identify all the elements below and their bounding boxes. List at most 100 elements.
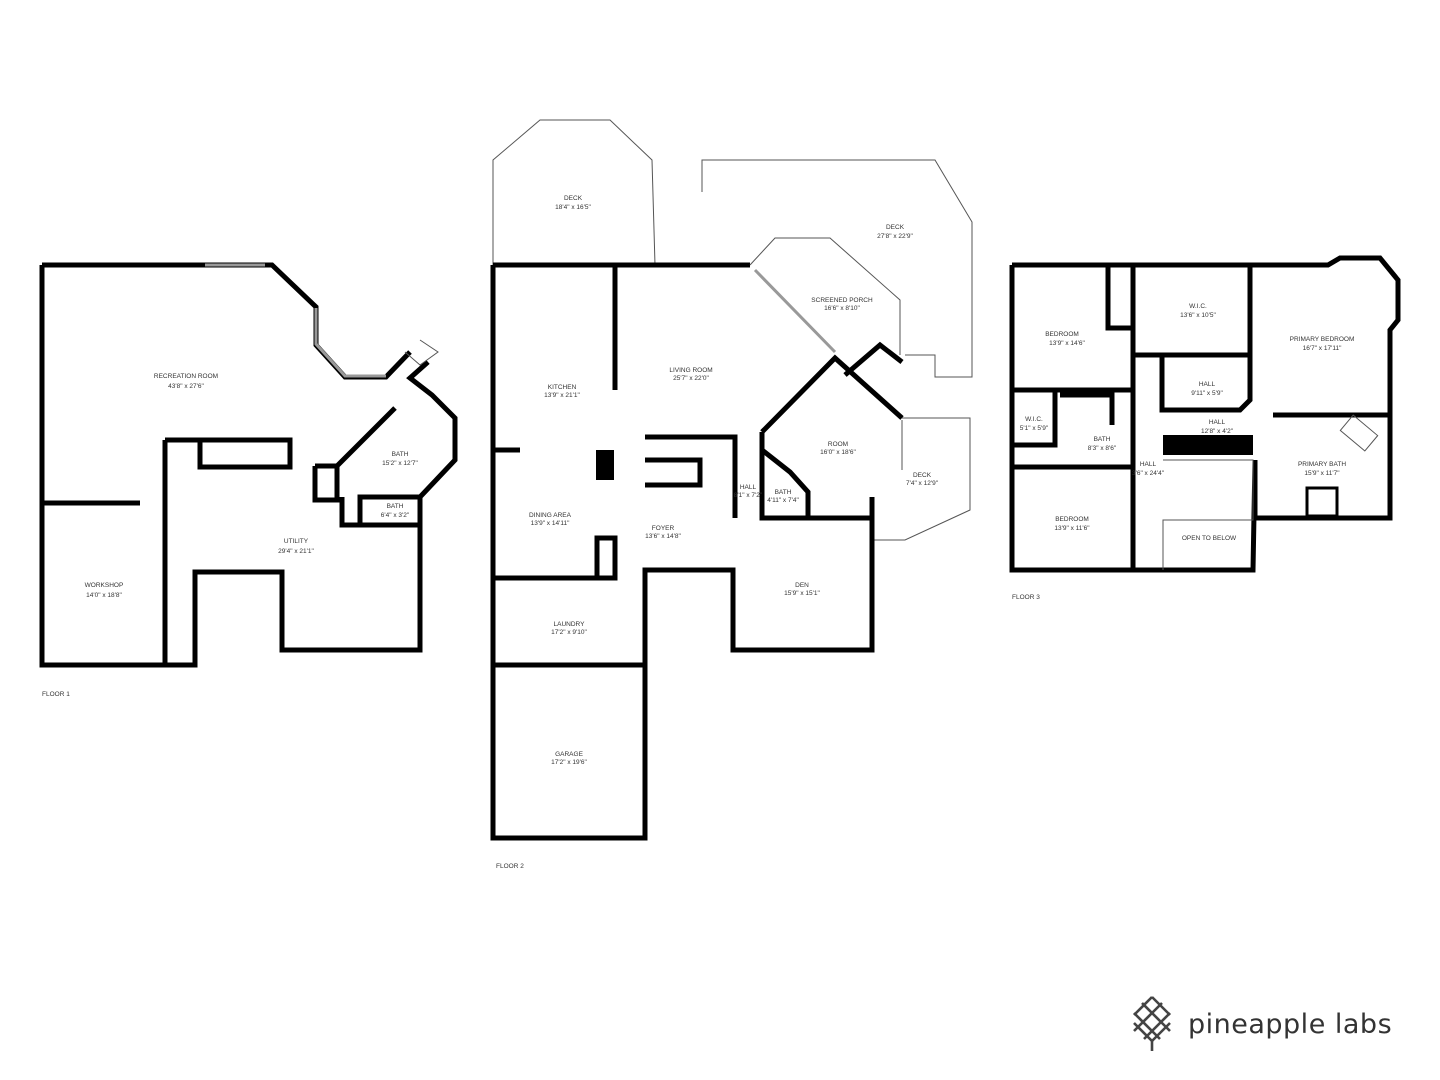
stair-rail xyxy=(1163,435,1253,455)
room-name: BATH xyxy=(775,489,792,496)
room-size: 13'9" x 14'11" xyxy=(531,520,570,527)
room-name: DEN xyxy=(795,582,809,589)
fireplace xyxy=(165,437,293,470)
room-name: LIVING ROOM xyxy=(669,367,712,374)
room-name: HALL xyxy=(1199,381,1216,388)
room-name: LAUNDRY xyxy=(554,621,586,628)
room-size: 5'1" x 5'9" xyxy=(1020,425,1049,432)
room-name: BEDROOM xyxy=(1045,331,1079,338)
floor-1-windows xyxy=(314,308,386,378)
room-size: 18'4" x 16'5" xyxy=(555,204,591,211)
room-name: DECK xyxy=(886,224,905,231)
dining-wall xyxy=(493,535,618,581)
bath-wall xyxy=(760,448,811,518)
room-size: 3'6" x 24'4" xyxy=(1132,470,1165,477)
room-size: 13'9" x 21'1" xyxy=(544,392,580,399)
porch-windows xyxy=(753,268,837,354)
screened-porch xyxy=(749,237,901,355)
closet xyxy=(645,457,703,488)
room-name: BEDROOM xyxy=(1055,516,1089,523)
room-name: DECK xyxy=(913,472,932,479)
room-name: BATH xyxy=(387,503,404,510)
room-size: 8'1" x 7'2" xyxy=(734,492,763,499)
room-size: 25'7" x 22'0" xyxy=(673,375,709,382)
room-name: OPEN TO BELOW xyxy=(1182,535,1237,542)
bathtub xyxy=(1339,414,1379,452)
room-size: 13'6" x 10'5" xyxy=(1180,312,1216,319)
room-wall xyxy=(759,432,872,521)
room-name: GARAGE xyxy=(555,751,583,758)
floor-1-outer-wall xyxy=(42,262,412,380)
floor-1-bath-wall xyxy=(335,406,397,468)
floor-1-shower xyxy=(312,463,340,503)
room-size: 15'2" x 12'7" xyxy=(382,460,418,467)
room-size: 7'4" x 12'9" xyxy=(906,480,939,487)
room-size: 15'9" x 11'7" xyxy=(1304,470,1340,477)
room-name: WORKSHOP xyxy=(85,582,124,589)
room-wall xyxy=(760,354,904,434)
floor-3-plan: BEDROOM 13'9" x 14'6" W.I.C. 13'6" x 10'… xyxy=(1009,255,1401,601)
room-name: SCREENED PORCH xyxy=(811,297,873,304)
floor-1-stairs xyxy=(404,339,439,366)
room-name: W.I.C. xyxy=(1189,303,1207,310)
floor-2-plan: DECK 18'4" x 16'5" DECK 27'8" x 22'9" SC… xyxy=(490,119,973,870)
brand-name: pineapple labs xyxy=(1188,1008,1393,1040)
room-name: PRIMARY BATH xyxy=(1298,461,1346,468)
deck-outline xyxy=(492,119,656,266)
column xyxy=(596,450,614,480)
room-size: 4'11" x 7'4" xyxy=(767,497,799,504)
bath-shower xyxy=(1060,392,1115,425)
room-name: BATH xyxy=(392,451,409,458)
room-name: UTILITY xyxy=(284,538,309,545)
floor-1-small-bath xyxy=(339,494,423,528)
room-name: W.I.C. xyxy=(1025,416,1043,423)
room-size: 17'2" x 19'6" xyxy=(551,759,587,766)
deck-outline xyxy=(701,159,973,378)
room-size: 16'6" x 8'10" xyxy=(824,305,860,312)
room-size: 27'8" x 22'9" xyxy=(877,233,913,240)
wic-wall xyxy=(1012,390,1058,448)
floor-2-outer-wall xyxy=(490,265,875,841)
room-size: 8'3" x 8'6" xyxy=(1088,445,1117,452)
floor-label: FLOOR 1 xyxy=(42,691,70,698)
room-name: HALL xyxy=(1209,419,1226,426)
room-size: 12'8" x 4'2" xyxy=(1201,428,1234,435)
room-name: RECREATION ROOM xyxy=(154,373,218,380)
room-size: 13'9" x 14'6" xyxy=(1049,340,1085,347)
closet-wall xyxy=(1105,265,1133,331)
deck-outline xyxy=(872,417,971,541)
brand-logo: pineapple labs xyxy=(1130,995,1392,1053)
room-size: 13'6" x 14'8" xyxy=(645,533,681,540)
room-name: HALL xyxy=(1140,461,1157,468)
room-name: BATH xyxy=(1094,436,1111,443)
room-size: 15'9" x 15'1" xyxy=(784,590,820,597)
room-size: 16'7" x 17'11" xyxy=(1303,345,1342,352)
room-size: 16'0" x 18'6" xyxy=(820,449,856,456)
foyer-stairs xyxy=(645,434,738,518)
room-size: 29'4" x 21'1" xyxy=(278,548,314,555)
room-name: DINING AREA xyxy=(529,512,572,519)
room-size: 17'2" x 9'10" xyxy=(551,629,587,636)
room-size: 14'0" x 18'8" xyxy=(86,592,122,599)
hall-wall xyxy=(1159,355,1253,413)
shower xyxy=(1305,486,1339,518)
room-name: FOYER xyxy=(652,525,675,532)
room-name: DECK xyxy=(564,195,583,202)
open-to-below xyxy=(1162,459,1254,570)
floor-1-outer-wall xyxy=(39,265,458,668)
room-size: 43'8" x 27'6" xyxy=(168,383,204,390)
floor-label: FLOOR 2 xyxy=(496,863,524,870)
wic-wall xyxy=(1133,265,1253,358)
room-size: 13'9" x 11'6" xyxy=(1054,525,1090,532)
porch-stairs xyxy=(843,341,904,377)
lattice-logo-icon xyxy=(1133,996,1171,1051)
room-size: 9'11" x 5'9" xyxy=(1191,390,1223,397)
room-name: ROOM xyxy=(828,441,848,448)
room-name: PRIMARY BEDROOM xyxy=(1290,336,1355,343)
room-size: 6'4" x 3'2" xyxy=(381,512,410,519)
floor-1-plan: RECREATION ROOM 43'8" x 27'6" BATH 15'2"… xyxy=(39,262,458,698)
floor-3-outer-wall xyxy=(1009,255,1401,573)
floor-label: FLOOR 3 xyxy=(1012,594,1040,601)
